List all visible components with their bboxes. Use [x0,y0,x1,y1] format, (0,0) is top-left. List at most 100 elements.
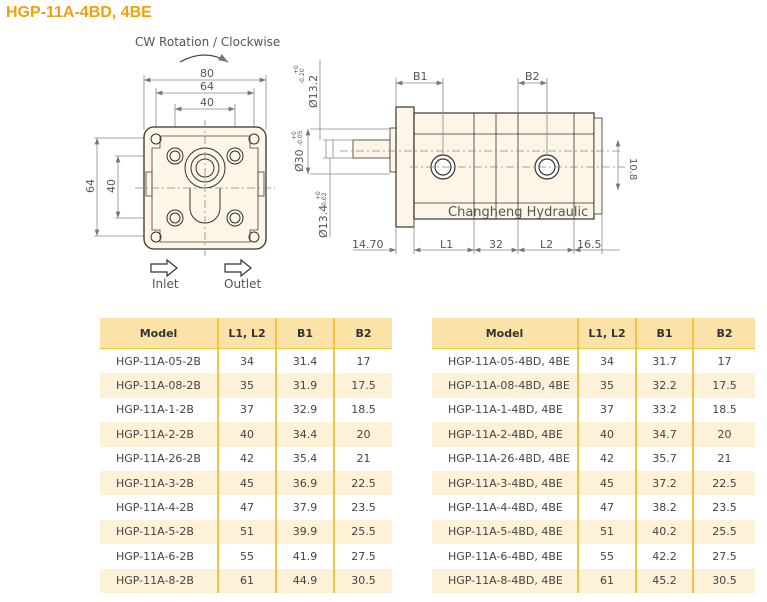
table-cell: 37.9 [275,495,334,520]
table-cell: 22.5 [333,470,392,496]
dim-16-5: 16.5 [577,238,602,251]
inlet-label: Inlet [152,277,179,291]
table-cell: 31.7 [635,348,693,374]
tol: +0 [315,191,322,200]
table-cell: 45.2 [635,568,693,593]
table-cell: 17.5 [333,373,392,398]
table-cell: HGP-11A-6-2B [116,549,194,563]
dim-32: 32 [489,238,503,251]
table-cell: 21 [333,446,392,471]
table-cell: 27.5 [692,544,755,569]
table-cell: 55 [217,544,276,569]
table-cell: 37.2 [635,470,693,496]
table-cell: 35 [217,373,276,398]
column-header: B2 [333,318,392,349]
table-cell: 31.4 [275,348,334,374]
column-header: Model [100,318,218,349]
table-cell: 35 [577,373,636,398]
table-cell: HGP-11A-8-4BD, 4BE [432,568,578,593]
table-cell: 51 [217,519,276,545]
table-cell: 35.4 [275,446,334,471]
table-cell: HGP-11A-8-2B [100,568,218,593]
dim-80: 80 [200,67,214,80]
table-cell: 51 [577,519,636,545]
dim-dia-13-4: Ø13.4 [317,205,330,238]
tol: -0.05 [297,130,304,146]
table-cell: 20 [692,422,755,447]
table-cell: 32.9 [275,397,334,423]
table-cell: 18.5 [692,397,755,423]
page-title: HGP-11A-4BD, 4BE [6,4,152,21]
table-cell: 40 [577,422,636,447]
table-cell: HGP-11A-1-4BD, 4BE [448,403,563,417]
table-cell: 47 [577,495,636,520]
rotation-label: CW Rotation / Clockwise [135,35,280,49]
table-cell: 40 [217,422,276,447]
table-cell: HGP-11A-2-4BD, 4BE [432,422,578,447]
table-cell: HGP-11A-3-4BD, 4BE [432,470,578,496]
table-cell: 41.9 [275,544,334,569]
tol: -0.02 [321,192,328,208]
dim-14-70: 14.70 [352,238,384,251]
dim-dia-30: Ø30 [293,149,306,172]
table-cell: HGP-11A-3-2B [100,470,218,496]
table-cell: 34.4 [275,422,334,447]
dim-b2: B2 [525,70,540,83]
table-cell: HGP-11A-05-2B [116,354,201,368]
dim-dia-13-2: Ø13.2 [307,75,320,108]
table-cell: HGP-11A-2-2B [100,422,218,447]
table-cell: 34 [577,348,636,374]
table-cell: 34.7 [635,422,693,447]
table-cell: 25.5 [333,519,392,545]
table-cell: 36.9 [275,470,334,496]
tol: +0 [293,65,300,74]
column-header: L1, L2 [217,318,276,349]
table-cell: 34 [217,348,276,374]
column-header: B1 [275,318,334,349]
table-cell: 17 [333,348,392,374]
table-cell: 35.7 [635,446,693,471]
table-cell: HGP-11A-4-4BD, 4BE [448,501,563,515]
table-cell: 30.5 [692,568,755,593]
table-cell: 42.2 [635,544,693,569]
table-cell: 17.5 [692,373,755,398]
dim-l1: L1 [440,238,453,251]
table-cell: 37 [577,397,636,423]
dim-height-40: 40 [105,179,118,193]
table-cell: 23.5 [692,495,755,520]
column-header: L1, L2 [577,318,636,349]
table-cell: 44.9 [275,568,334,593]
table-cell: 27.5 [333,544,392,569]
table-cell: 40.2 [635,519,693,545]
table-cell: HGP-11A-26-2B [116,452,201,466]
table-cell: 42 [217,446,276,471]
rotation-arrow-icon [179,53,229,63]
dim-64: 64 [200,80,214,93]
table-cell: HGP-11A-26-4BD, 4BE [448,452,570,466]
table-cell: 25.5 [692,519,755,545]
table-cell: 47 [217,495,276,520]
table-cell: 42 [577,446,636,471]
dim-l2: L2 [540,238,553,251]
table-cell: 61 [217,568,276,593]
inlet-arrow-icon [150,258,178,278]
table-cell: 30.5 [333,568,392,593]
table-cell: HGP-11A-08-4BD, 4BE [432,373,578,398]
